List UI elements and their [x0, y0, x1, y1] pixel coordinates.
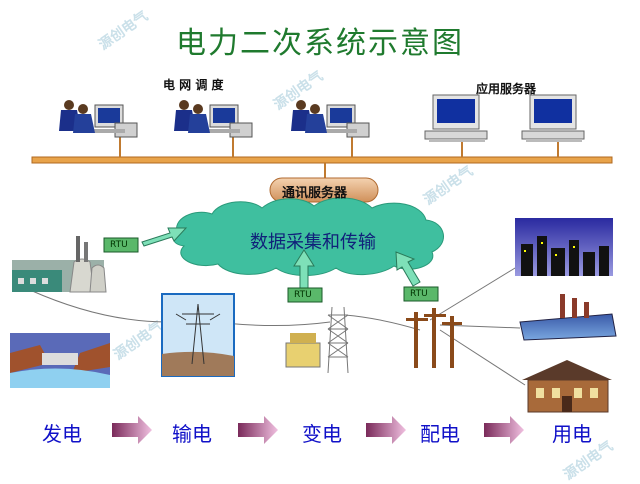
- rtu-label: RTU: [110, 240, 128, 250]
- chain-arrow: [484, 416, 524, 444]
- chain-transmission: 输电: [172, 422, 212, 446]
- chain-generation: 发电: [42, 422, 82, 446]
- city-skyline-image: [515, 218, 613, 276]
- chain-arrow: [366, 416, 406, 444]
- rtu-box: [403, 286, 439, 302]
- app-server-label: 应用服务器: [476, 82, 537, 96]
- app-server-computer: [521, 94, 585, 142]
- rtu-label: RTU: [410, 289, 428, 299]
- operator-workstation: [174, 100, 253, 138]
- data-network-label: 数据采集和传输: [250, 232, 376, 253]
- rtu-box: [103, 237, 139, 253]
- rtu-arrow: [395, 251, 421, 287]
- app-server-computer: [424, 94, 488, 142]
- chain-distribution: 配电: [420, 422, 460, 446]
- hydro-dam-image: [10, 333, 110, 388]
- data-network-cloud: [173, 197, 444, 276]
- rtu-arrow: [141, 227, 188, 247]
- dispatch-label: 电 网 调 度: [163, 78, 224, 92]
- chain-consumption: 用电: [552, 422, 592, 446]
- house-image: [522, 360, 612, 413]
- rtu-label: RTU: [294, 290, 312, 300]
- rtu-box: [287, 287, 323, 303]
- power-plant-image: [12, 236, 107, 293]
- factory-image: [519, 294, 617, 341]
- chain-arrow: [112, 416, 152, 444]
- chain-substation: 变电: [302, 422, 342, 446]
- network-bus: [31, 133, 613, 178]
- rtu-arrow: [293, 249, 315, 289]
- substation-image: [285, 306, 349, 374]
- chain-arrow: [238, 416, 278, 444]
- comm-server-label: 通讯服务器: [282, 186, 348, 201]
- transmission-tower-image: [161, 293, 235, 377]
- distribution-poles-image: [406, 308, 462, 368]
- operator-workstation: [59, 100, 138, 138]
- page-title: 电力二次系统示意图: [176, 26, 464, 61]
- operator-workstation: [291, 100, 370, 138]
